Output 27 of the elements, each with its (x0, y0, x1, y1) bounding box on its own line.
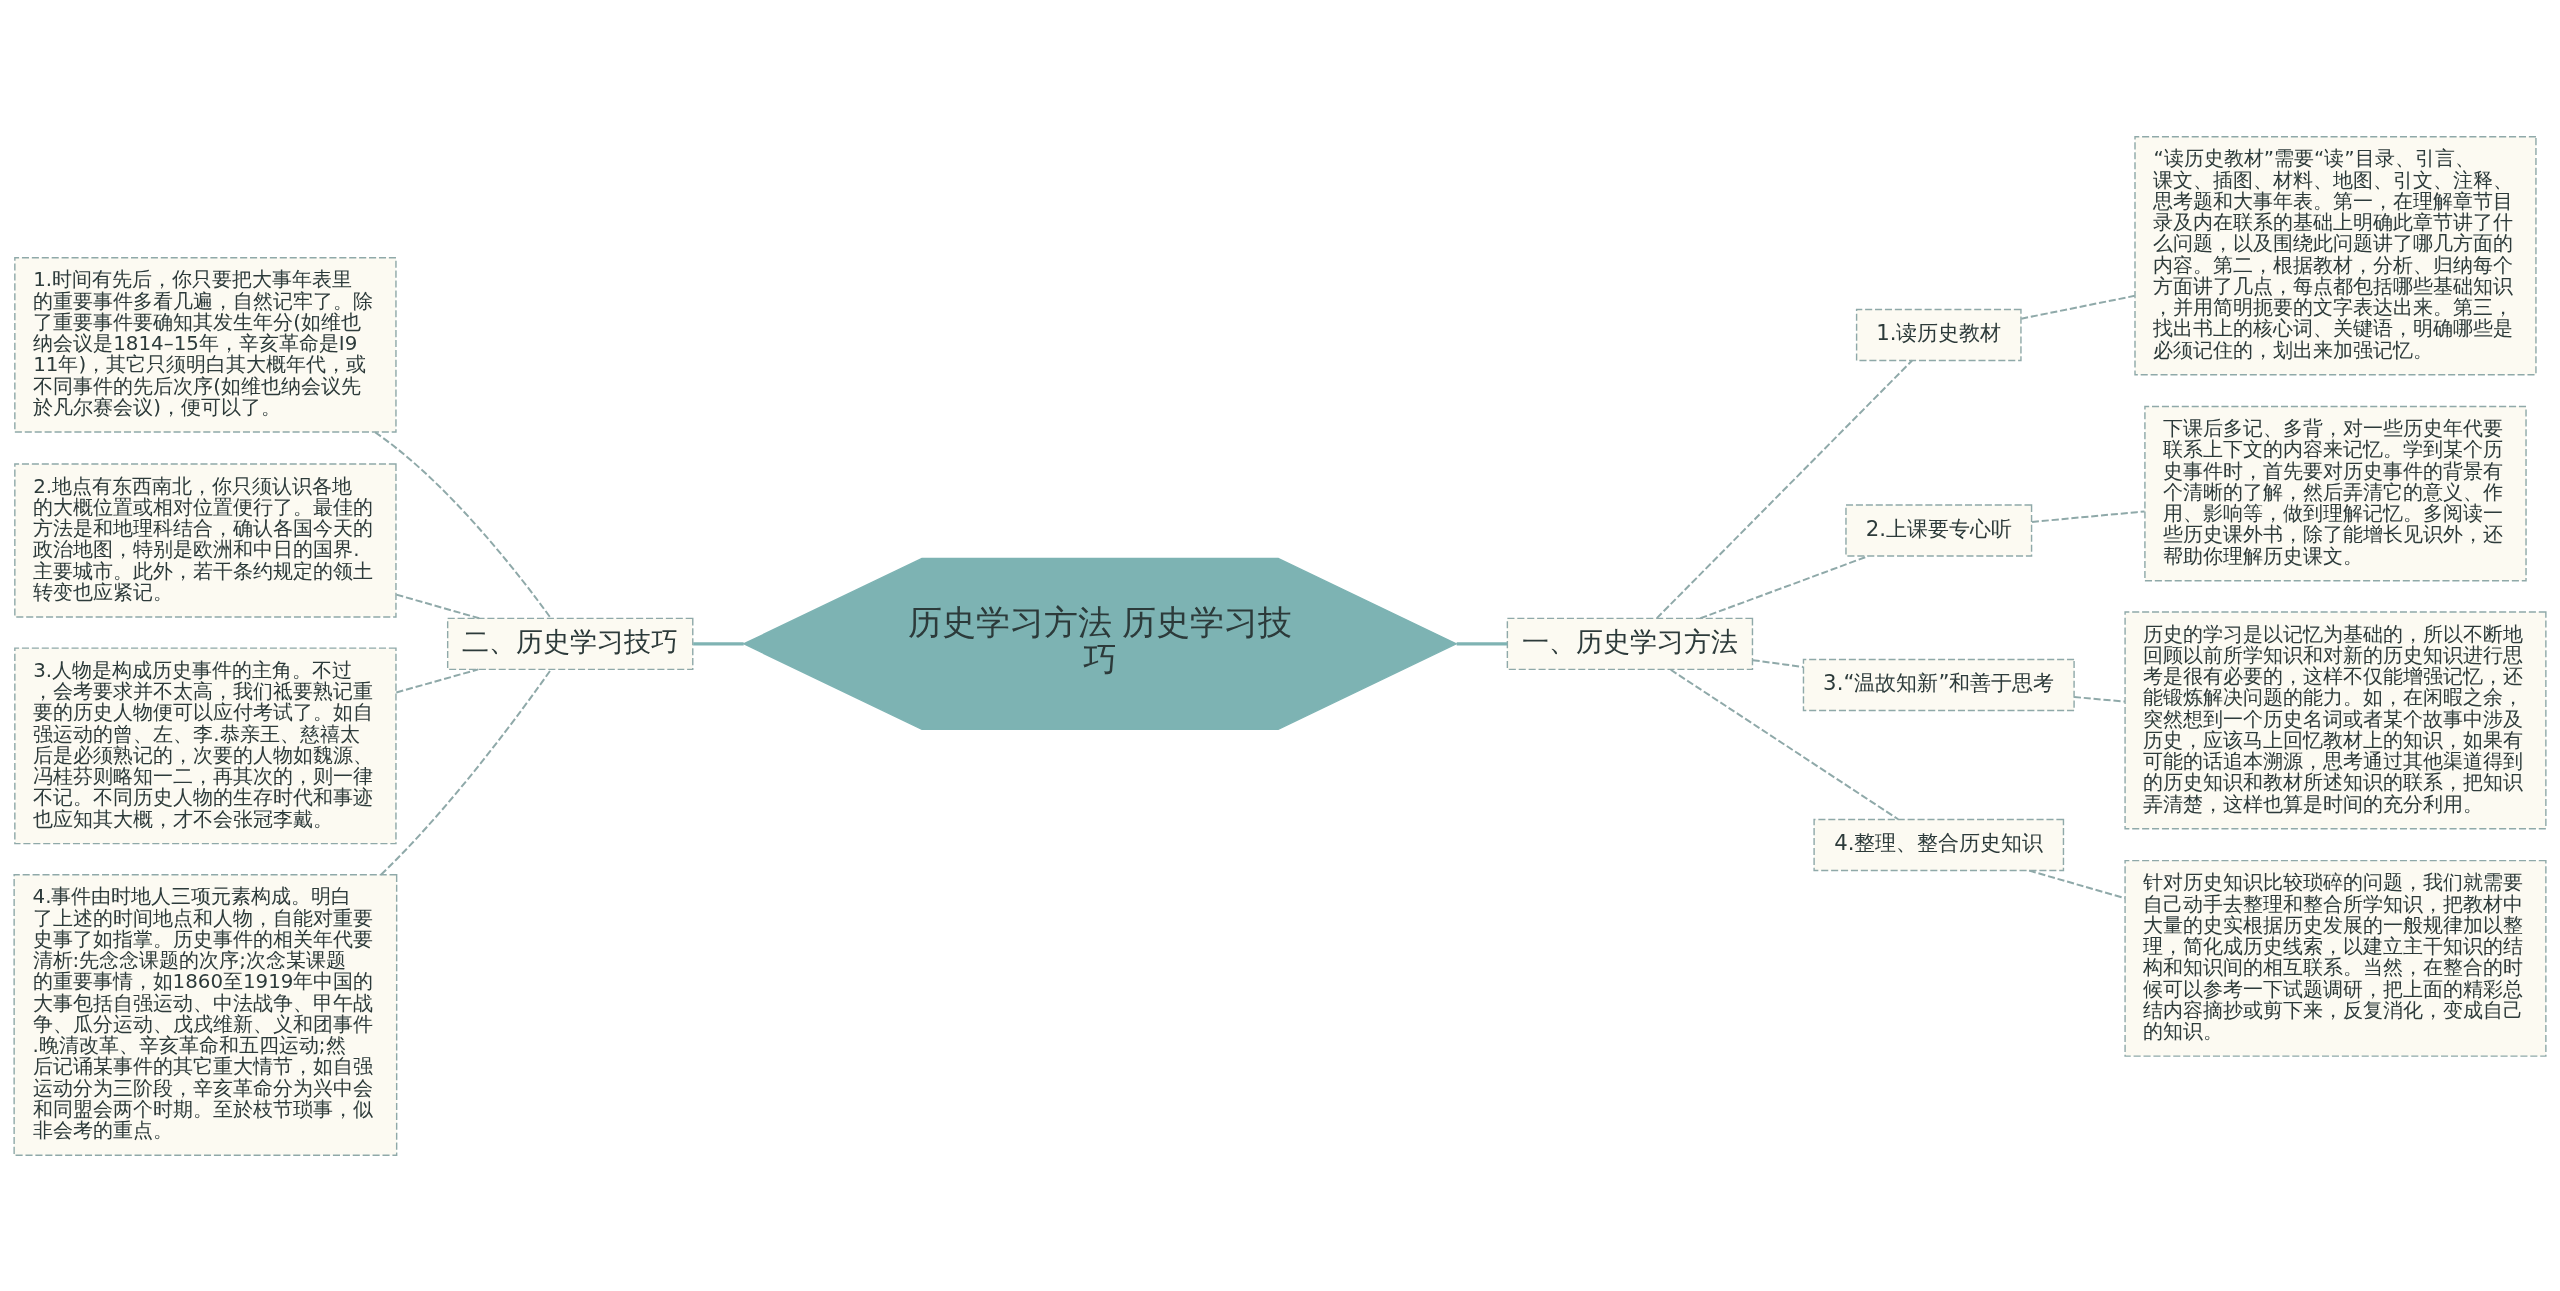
node-box: 1.时间有先后，你只要把大事年表里的重要事件多看几遍，自然记牢了。除了重要事件要确知其发生年分(如维也纳会议是1814–15年，辛亥革命是I911年)，其它只须明白其大概年代，或不同事件的先后次序(如维也纳会议先於凡尔赛会议)，便可以了。 (14, 256, 397, 433)
node-box: 下课后多记、多背，对一些历史年代要联系上下文的内容来记忆。学到某个历史事件时，首先要对历史事件的背景有个清晰的了解，然后弄清它的意义、作用、影响等，做到理解记忆。多阅读一些历史课外书，除了能增长见识外，还帮助你理解历史课文。 (2144, 405, 2527, 582)
connector (2031, 509, 2146, 523)
connector (379, 668, 552, 876)
connector (693, 641, 744, 645)
node-box: “读历史教材”需要“读”目录、引言、课文、插图、材料、地图、引文、注释、思考题和大事年表。第一，在理解章节目录及内在联系的基础上明确此章节讲了什么问题，以及围绕此问题讲了哪几方面的内容。第二，根据教材，分析、归纳每个方面讲了几点，每点都包括哪些基础知识，并用简明扼要的文字表达出来。第三，找出书上的核心词、关键语，明确哪些是必须记住的，划出来加强记忆。 (2134, 135, 2537, 375)
connector (395, 593, 481, 619)
connector (1669, 668, 1900, 820)
connector (1655, 359, 1914, 619)
node-box: 2.地点有东西南北，你只须认识各地的大概位置或相对位置便行了。最佳的方法是和地理科结合，确认各国今天的政治地图，特别是欧洲和中日的国界.主要城市。此外，若干条约规定的领土转变也应紧记。 (14, 462, 397, 618)
connector (2020, 294, 2136, 320)
node-box: 1.读历史教材 (1855, 308, 2022, 361)
node-box: 3.“温故知新”和善于思考 (1802, 658, 2075, 711)
connector (374, 430, 552, 619)
connector (395, 667, 480, 693)
node-box: 历史的学习是以记忆为基础的，所以不断地回顾以前所学知识和对新的历史知识进行思考是很有必要的，这样不仅能增强记忆，还能锻炼解决问题的能力。如，在闲暇之余，突然想到一个历史名词或者某个故事中涉及历史，应该马上回忆教材上的知识，如果有可能的话追本溯源，思考通过其他渠道得到的历史知识和教材所述知识的联系，把知识弄清楚，这样也算是时间的充分利用。 (2124, 610, 2547, 829)
node-box: 二、历史学习技巧 (446, 617, 694, 670)
node-box: 3.人物是构成历史事件的主角。不过，会考要求并不太高，我们祗要熟记重要的历史人物便可以应付考试了。如自强运动的曾、左、李.恭亲王、慈禧太后是必须熟记的，次要的人物如魏源、冯桂芬则略知一二，再其次的，则一律不记。不同历史人物的生存时代和事迹也应知其大概，才不会张冠李戴。 (14, 646, 397, 844)
node-box: 4.整理、整合历史知识 (1813, 818, 2065, 871)
node-box: 4.事件由时地人三项元素构成。明白了上述的时间地点和人物，自能对重要史事了如指掌。历史事件的相关年代要清析:先念念课题的次序;次念某课题的重要事情，如1860至1919年中国的大事包括自强运动、中法战争、甲午战争、瓜分运动、戊戌维新、义和团事件.晚清改革、辛亥革命和五四运动;然后记诵某事件的其它重大情节，如自强运动分为三阶段，辛亥革命分为兴中会和同盟会两个时期。至於枝节琐事，似非会考的重点。 (13, 873, 398, 1156)
node-box: 针对历史知识比较琐碎的问题，我们就需要自己动手去整理和整合所学知识，把教材中大量的史实根据历史发展的一般规律加以整理，简化成历史线索，以建立主干知识的结构和知识间的相互联系。当然，在整合的时候可以参考一下试题调研，把上面的精彩总结内容摘抄或剪下来，反复消化，变成自己的知识。 (2124, 859, 2547, 1057)
node-box: 一、历史学习方法 (1506, 617, 1754, 670)
connector (1456, 641, 1508, 645)
connector (2028, 869, 2126, 899)
node-box: 2.上课要专心听 (1845, 503, 2033, 557)
connector (1751, 658, 1804, 668)
connector (2073, 695, 2127, 703)
